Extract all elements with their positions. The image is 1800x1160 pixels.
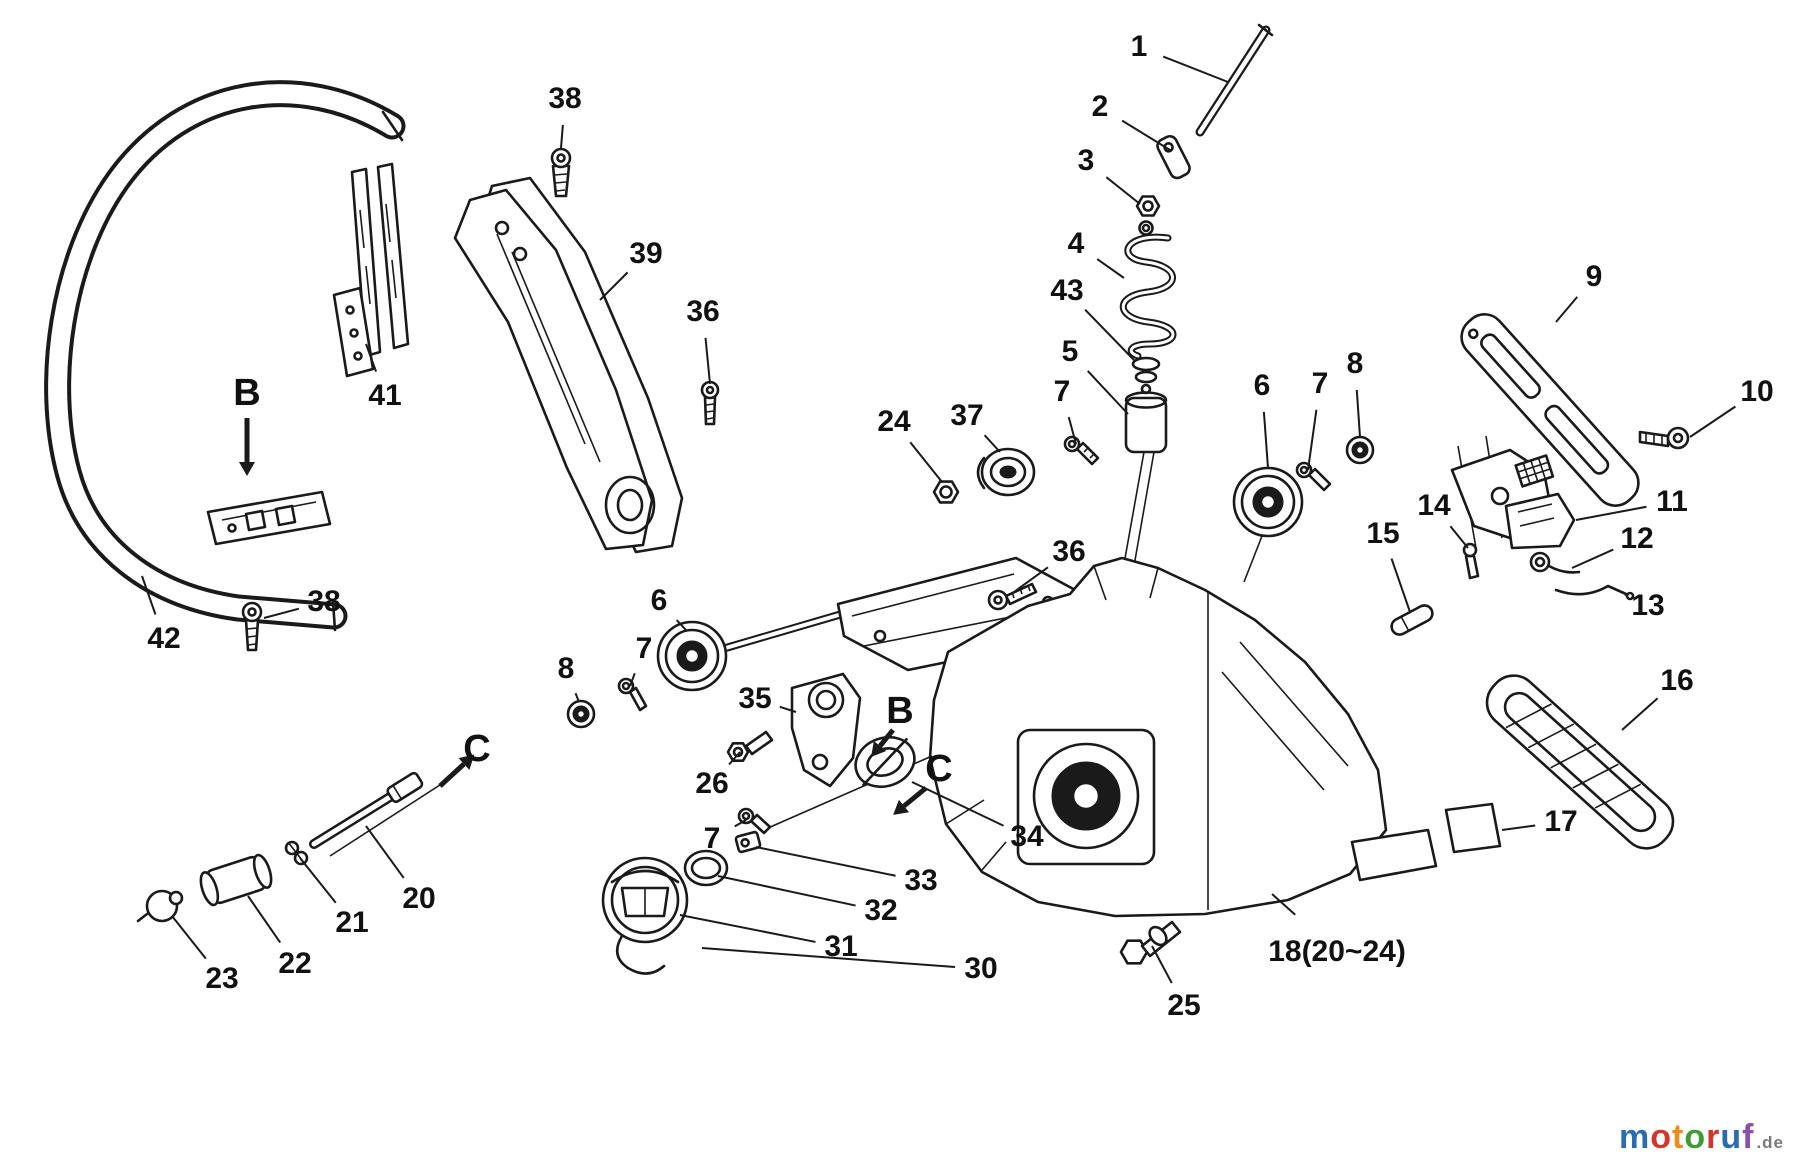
screw-36-top <box>700 380 720 426</box>
callout-B: B <box>233 372 261 414</box>
part-front-handle <box>44 80 406 632</box>
watermark: motoruf.de <box>1619 1120 1784 1154</box>
part-pickup-34 <box>854 735 916 789</box>
callout-36: 36 <box>1052 535 1086 568</box>
screw-7-right <box>1295 461 1332 492</box>
callout-4: 4 <box>1067 227 1085 260</box>
callout-31: 31 <box>824 930 858 963</box>
watermark-suffix: .de <box>1756 1133 1784 1152</box>
callout-21: 21 <box>335 906 369 939</box>
screw-38-left <box>241 601 263 652</box>
nut-24 <box>932 480 960 504</box>
callout-38: 38 <box>548 82 582 115</box>
part-main-body-18 <box>928 556 1438 918</box>
watermark-letter: o <box>1650 1118 1672 1156</box>
part-retainer-33 <box>734 830 762 854</box>
callout-20: 20 <box>402 882 436 915</box>
part-filter-body-22 <box>199 853 273 907</box>
screw-26 <box>726 730 774 763</box>
grommet-6-left <box>656 620 728 692</box>
callout-3: 3 <box>1077 144 1095 177</box>
watermark-letter: u <box>1720 1118 1743 1156</box>
part-filter-23 <box>136 889 184 923</box>
callout-35: 35 <box>738 682 772 715</box>
screw-10 <box>1638 426 1690 450</box>
leader-lines <box>141 55 1736 984</box>
part-trigger-11 <box>1504 492 1576 550</box>
callout-22: 22 <box>278 947 312 980</box>
callout-11: 11 <box>1656 485 1688 518</box>
callout-10: 10 <box>1740 375 1774 408</box>
part-fuel-line-20 <box>309 771 424 849</box>
callout-7: 7 <box>1053 375 1071 408</box>
part-throttle-rod-assembly <box>1119 23 1274 567</box>
screw-7-left <box>617 677 648 712</box>
callout-7: 7 <box>703 822 721 855</box>
part-throttle-lockout <box>1514 454 1555 488</box>
callout-13: 13 <box>1631 589 1665 622</box>
watermark-letter: r <box>1706 1118 1721 1156</box>
reference-line-c <box>329 782 444 857</box>
part-brake-lever-39 <box>453 176 684 554</box>
callout-23: 23 <box>205 962 239 995</box>
callout-8: 8 <box>557 652 575 685</box>
screw-7-bottom <box>737 807 772 835</box>
callout-43: 43 <box>1050 274 1084 307</box>
watermark-letter: t <box>1671 1118 1685 1156</box>
callout-25: 25 <box>1167 989 1201 1022</box>
part-bracket-35 <box>790 672 862 788</box>
callout-32: 32 <box>864 894 898 927</box>
callout-14: 14 <box>1417 489 1451 522</box>
part-pin-15 <box>1390 604 1434 636</box>
watermark-letter: f <box>1742 1118 1755 1156</box>
screw-36-center <box>987 582 1038 611</box>
part-handle-strut <box>350 162 410 358</box>
part-rear-handle-bottom-16 <box>1485 674 1675 850</box>
callout-42: 42 <box>147 622 181 655</box>
callout-6: 6 <box>1253 369 1271 402</box>
watermark-letter: o <box>1684 1118 1707 1156</box>
screw-38-top <box>550 147 572 198</box>
callout-30: 30 <box>964 952 998 985</box>
callout-33: 33 <box>904 864 938 897</box>
washer-8-left <box>566 699 596 729</box>
callout-18-20-24-: 18(20~24) <box>1268 935 1406 968</box>
callout-8: 8 <box>1346 347 1364 380</box>
callout-17: 17 <box>1544 805 1578 838</box>
callout-C: C <box>925 748 953 790</box>
callout-36: 36 <box>686 295 720 328</box>
callout-15: 15 <box>1366 517 1400 550</box>
part-oring-32 <box>683 849 729 887</box>
callout-39: 39 <box>629 237 663 270</box>
part-decal-17 <box>1444 802 1502 854</box>
callout-6: 6 <box>650 584 668 617</box>
washer-8-right <box>1345 435 1375 465</box>
callout-7: 7 <box>1311 367 1329 400</box>
callout-12: 12 <box>1620 522 1654 555</box>
part-fuel-cap-31 <box>601 856 689 975</box>
callout-C: C <box>463 728 491 770</box>
callout-9: 9 <box>1585 260 1603 293</box>
callout-2: 2 <box>1091 90 1109 123</box>
watermark-letter: m <box>1618 1118 1651 1156</box>
callout-37: 37 <box>950 399 984 432</box>
part-plate-41 <box>332 286 375 378</box>
part-rear-handle-top-9 <box>1460 313 1640 507</box>
grommet-6-right <box>1232 466 1304 583</box>
part-spring-12 <box>1529 551 1581 574</box>
callout-24: 24 <box>877 405 911 438</box>
callout-38: 38 <box>307 585 341 618</box>
screw-25 <box>1119 920 1182 965</box>
callout-7: 7 <box>635 632 653 665</box>
callout-B: B <box>886 690 914 732</box>
callout-5: 5 <box>1061 335 1079 368</box>
callout-26: 26 <box>695 767 729 800</box>
grommet-37 <box>976 447 1036 497</box>
callout-1: 1 <box>1130 30 1148 63</box>
callout-41: 41 <box>368 379 402 412</box>
callout-16: 16 <box>1660 664 1694 697</box>
callout-34: 34 <box>1010 820 1044 853</box>
